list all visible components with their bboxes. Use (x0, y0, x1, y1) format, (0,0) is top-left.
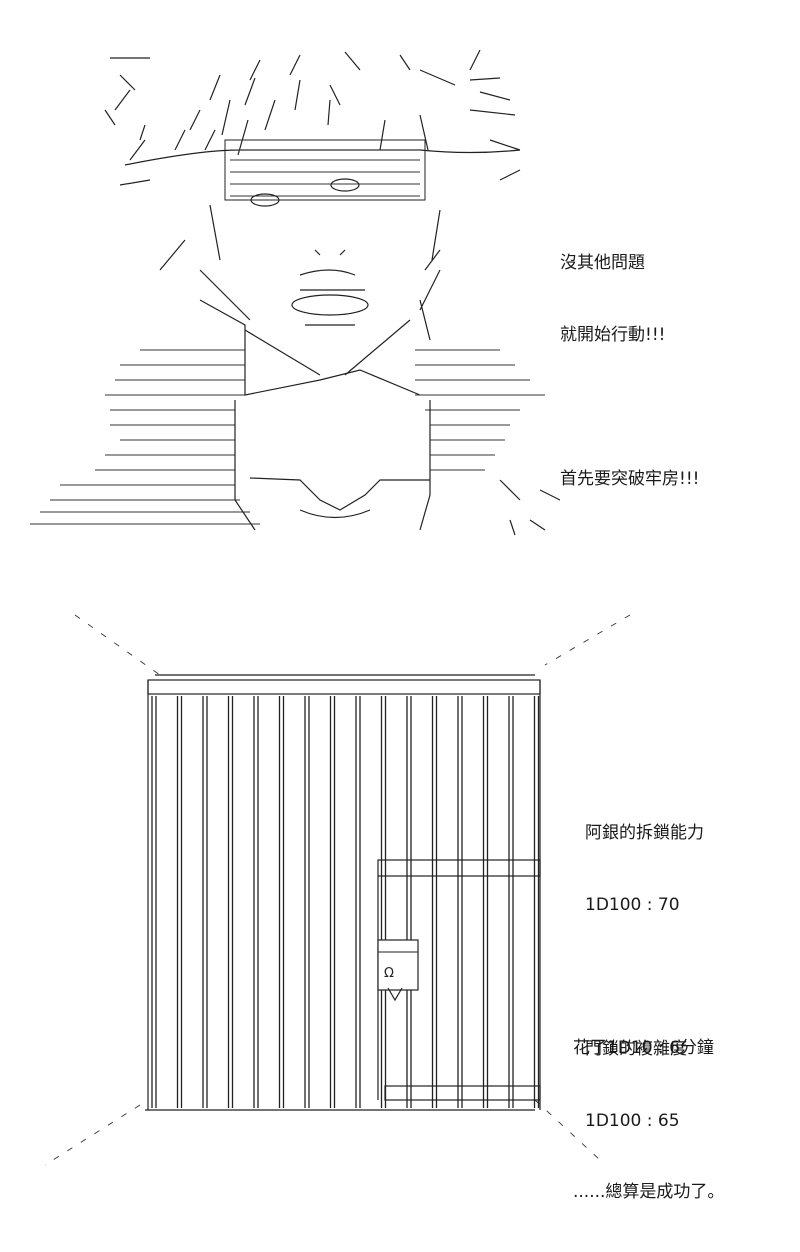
coat-stripes-left (30, 349, 260, 525)
panel-prison-cell: Ω 阿銀的拆鎖能力 1D100 : 70 門鎖的複雜度 1D100 : 65 花… (0, 590, 800, 1202)
lock-pick-label: 阿銀的拆鎖能力 (585, 823, 704, 843)
hair-outline (104, 49, 521, 161)
time-box: 花了1D10 : 6分鐘 ......總算是成功了。 (573, 988, 724, 1252)
head-outline (119, 149, 521, 321)
ascii-character-art (30, 49, 560, 536)
door-lock: Ω (377, 939, 419, 1002)
panel-character: 沒其他問題 就開始行動!!! 首先要突破牢房!!! (0, 0, 800, 560)
lock-difficulty-roll: 1D100 : 65 (585, 1111, 680, 1131)
collar (199, 299, 431, 396)
time-spent: 花了1D10 : 6分鐘 (573, 1038, 714, 1058)
dialogue-line-1: 沒其他問題 (560, 253, 645, 273)
coat-stripes-right (415, 349, 545, 471)
cell-frame (145, 674, 541, 1111)
stats-box: 阿銀的拆鎖能力 1D100 : 70 門鎖的複雜度 1D100 : 65 (585, 773, 704, 1181)
dialogue-line-3: 首先要突破牢房!!! (560, 469, 700, 489)
conclusion-text: ......總算是成功了。 (573, 1182, 725, 1202)
cell-bars (151, 696, 540, 1108)
perspective-lines (44, 614, 631, 1166)
prison-cell-art: Ω (44, 614, 631, 1166)
chest-outline (234, 400, 560, 536)
dialogue-box: 沒其他問題 就開始行動!!! 首先要突破牢房!!! (560, 203, 699, 539)
dialogue-line-2: 就開始行動!!! (560, 325, 666, 345)
lock-pick-roll: 1D100 : 70 (585, 895, 680, 915)
mouth (291, 249, 369, 326)
eye-shading (224, 139, 426, 207)
svg-text:Ω: Ω (384, 966, 394, 981)
lock-difficulty-label: 門鎖的複雜度 (585, 1039, 687, 1059)
